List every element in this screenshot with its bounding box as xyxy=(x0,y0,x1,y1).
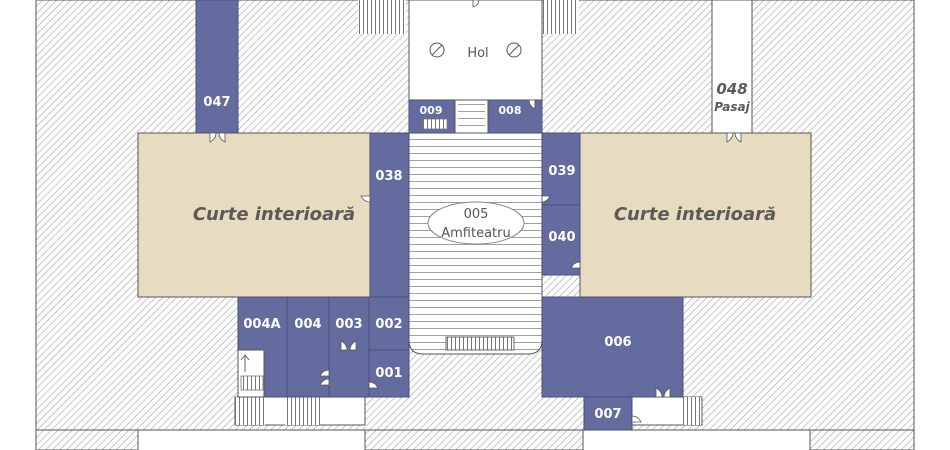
room-039[interactable] xyxy=(541,132,581,206)
room-labels: 047 009 008 038 039 040 004A 004 003 002… xyxy=(203,95,631,422)
courtyard-left-label: Curte interioară xyxy=(193,204,355,225)
room-003[interactable] xyxy=(328,296,370,398)
room-label-003: 003 xyxy=(335,317,362,332)
entrance-stairs xyxy=(235,0,701,425)
room-label-047: 047 xyxy=(203,95,230,110)
courtyard-right-label: Curte interioară xyxy=(614,204,776,225)
room-001[interactable] xyxy=(368,349,410,398)
room-047[interactable] xyxy=(195,0,239,134)
room-label-039: 039 xyxy=(548,164,575,179)
stairs-icon xyxy=(422,99,489,134)
hall-label: Hol xyxy=(467,46,488,61)
column-icon xyxy=(429,42,522,58)
rooms xyxy=(195,0,684,431)
room-002[interactable] xyxy=(368,296,410,351)
amphitheatre[interactable] xyxy=(408,132,543,355)
room-label-006: 006 xyxy=(604,335,631,350)
passage-number: 048 xyxy=(716,80,747,98)
room-label-007: 007 xyxy=(594,407,621,422)
room-label-038: 038 xyxy=(375,169,402,184)
room-label-001: 001 xyxy=(375,366,402,381)
elevator-icon xyxy=(237,349,265,398)
room-038[interactable] xyxy=(369,132,410,298)
room-label-004: 004 xyxy=(294,317,321,332)
room-label-009: 009 xyxy=(420,104,443,117)
courtyard-left xyxy=(137,132,371,298)
courtyard-right xyxy=(579,132,812,298)
room-label-004A: 004A xyxy=(243,317,280,332)
room-007[interactable] xyxy=(583,396,633,431)
passage-name: Pasaj xyxy=(714,100,750,114)
room-040[interactable] xyxy=(541,204,581,276)
room-label-008: 008 xyxy=(499,104,522,117)
amphitheatre-name: Amfiteatru xyxy=(441,226,511,241)
amphitheatre-number: 005 xyxy=(464,207,489,222)
door-icon xyxy=(209,0,742,423)
room-label-040: 040 xyxy=(548,230,575,245)
room-label-002: 002 xyxy=(375,317,402,332)
room-006[interactable] xyxy=(541,296,684,398)
